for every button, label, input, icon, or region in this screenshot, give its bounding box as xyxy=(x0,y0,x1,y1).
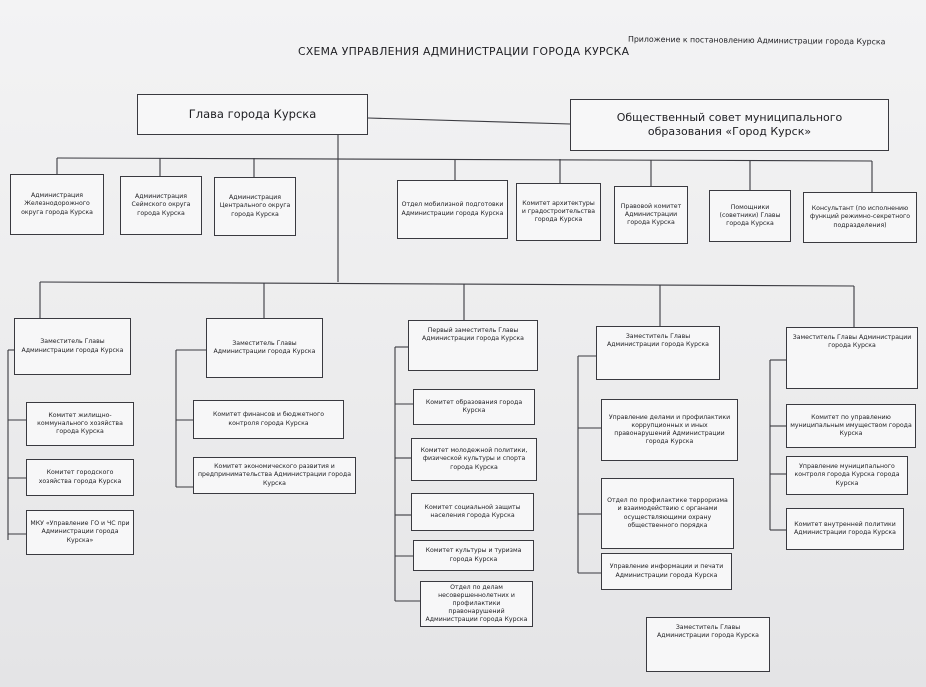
unit-box: Комитет жилищно-коммунального хозяйства … xyxy=(26,402,134,446)
deputy-box: Заместитель Главы Администрации города К… xyxy=(786,327,918,389)
unit-box: Комитет городского хозяйства города Курс… xyxy=(26,459,134,496)
unit-box: Комитет внутренней политики Администраци… xyxy=(786,508,904,550)
first-deputy-box: Первый заместитель Главы Администрации г… xyxy=(408,320,538,371)
unit-box: Комитет культуры и туризма города Курска xyxy=(413,540,534,571)
document-title: СХЕМА УПРАВЛЕНИЯ АДМИНИСТРАЦИИ ГОРОДА КУ… xyxy=(298,45,630,58)
extra-deputy-box: Заместитель Главы Администрации города К… xyxy=(646,617,770,672)
unit-box: Отдел по профилактике терроризма и взаим… xyxy=(601,478,734,549)
direct-unit-box: Отдел мобилизной подготовки Администраци… xyxy=(397,180,508,239)
direct-unit-box: Помощники (советники) Главы города Курск… xyxy=(709,190,791,242)
deputy-box: Заместитель Главы Администрации города К… xyxy=(596,326,720,380)
unit-box: Управление информации и печати Администр… xyxy=(601,553,732,590)
unit-box: Отдел по делам несовершеннолетних и проф… xyxy=(420,581,533,627)
unit-box: Управление муниципального контроля город… xyxy=(786,456,908,495)
district-box: Администрация Сеймского округа города Ку… xyxy=(120,176,202,235)
direct-unit-box: Комитет архитектуры и градостроительства… xyxy=(516,183,601,241)
public-council-box: Общественный совет муниципального образо… xyxy=(570,99,889,151)
direct-unit-box: Консультант (по исполнению функций режим… xyxy=(803,192,917,243)
unit-box: Комитет по управлению муниципальным имущ… xyxy=(786,404,916,448)
unit-box: Комитет образования города Курска xyxy=(413,389,535,425)
unit-box: МКУ «Управление ГО и ЧС при Администраци… xyxy=(26,510,134,555)
deputy-box: Заместитель Главы Администрации города К… xyxy=(206,318,323,378)
deputy-box: Заместитель Главы Администрации города К… xyxy=(14,318,131,375)
unit-box: Комитет молодежной политики, физической … xyxy=(411,438,537,481)
head-box: Глава города Курска xyxy=(137,94,368,135)
unit-box: Комитет финансов и бюджетного контроля г… xyxy=(193,400,344,439)
unit-box: Комитет экономического развития и предпр… xyxy=(193,457,356,494)
district-box: Администрация Центрального округа города… xyxy=(214,177,296,236)
unit-box: Комитет социальной защиты населения горо… xyxy=(411,493,534,531)
unit-box: Управление делами и профилактики коррупц… xyxy=(601,399,738,461)
direct-unit-box: Правовой комитет Администрации города Ку… xyxy=(614,186,688,244)
district-box: Администрация Железнодорожного округа го… xyxy=(10,174,104,235)
